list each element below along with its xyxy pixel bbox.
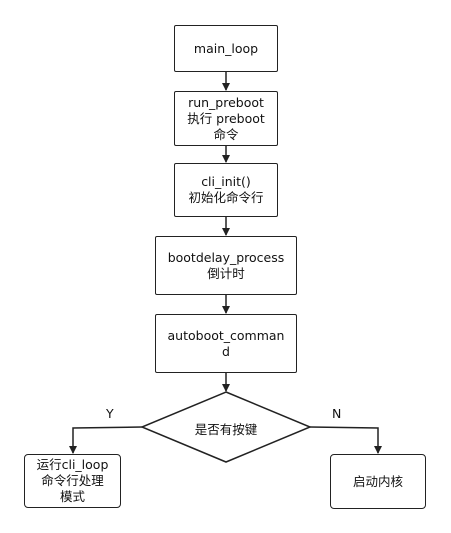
node-run-preboot-desc: 执行 preboot bbox=[187, 110, 265, 126]
node-cli-loop-line-1: 运行cli_loop bbox=[36, 457, 109, 472]
node-bootdelay-desc: 倒计时 bbox=[207, 265, 245, 281]
node-bootdelay-label: bootdelay_process bbox=[167, 249, 285, 265]
node-cli-init: cli_init() 初始化命令行 bbox=[174, 163, 278, 217]
node-cli-init-label: cli_init() bbox=[201, 174, 251, 189]
node-bootdelay-process: bootdelay_process 倒计时 bbox=[155, 236, 297, 295]
yes-branch-label: Y bbox=[106, 406, 114, 421]
decision-diamond bbox=[140, 391, 312, 463]
node-boot-kernel-label: 启动内核 bbox=[352, 473, 403, 489]
node-autoboot-label: autoboot_command bbox=[167, 327, 285, 359]
node-cli-loop-line-3: 模式 bbox=[59, 489, 85, 504]
node-boot-kernel: 启动内核 bbox=[330, 454, 426, 509]
decision-label: 是否有按键 bbox=[194, 422, 258, 437]
node-autoboot-command: autoboot_command bbox=[155, 314, 297, 373]
node-cli-loop-line-2: 命令行处理 bbox=[41, 473, 104, 488]
arrow-decision-yes bbox=[69, 426, 143, 454]
node-main-loop: main_loop bbox=[174, 25, 278, 72]
node-cli-loop: 运行cli_loop 命令行处理 模式 bbox=[24, 454, 121, 508]
node-cli-init-desc: 初始化命令行 bbox=[188, 190, 264, 205]
no-branch-label: N bbox=[332, 406, 342, 421]
node-run-preboot-desc-2: 命令 bbox=[213, 126, 239, 142]
arrow-decision-no bbox=[309, 426, 382, 454]
node-run-preboot-label: run_preboot bbox=[188, 94, 264, 110]
node-run-preboot: run_preboot 执行 preboot 命令 bbox=[174, 91, 278, 146]
node-main-loop-label: main_loop bbox=[193, 40, 259, 56]
